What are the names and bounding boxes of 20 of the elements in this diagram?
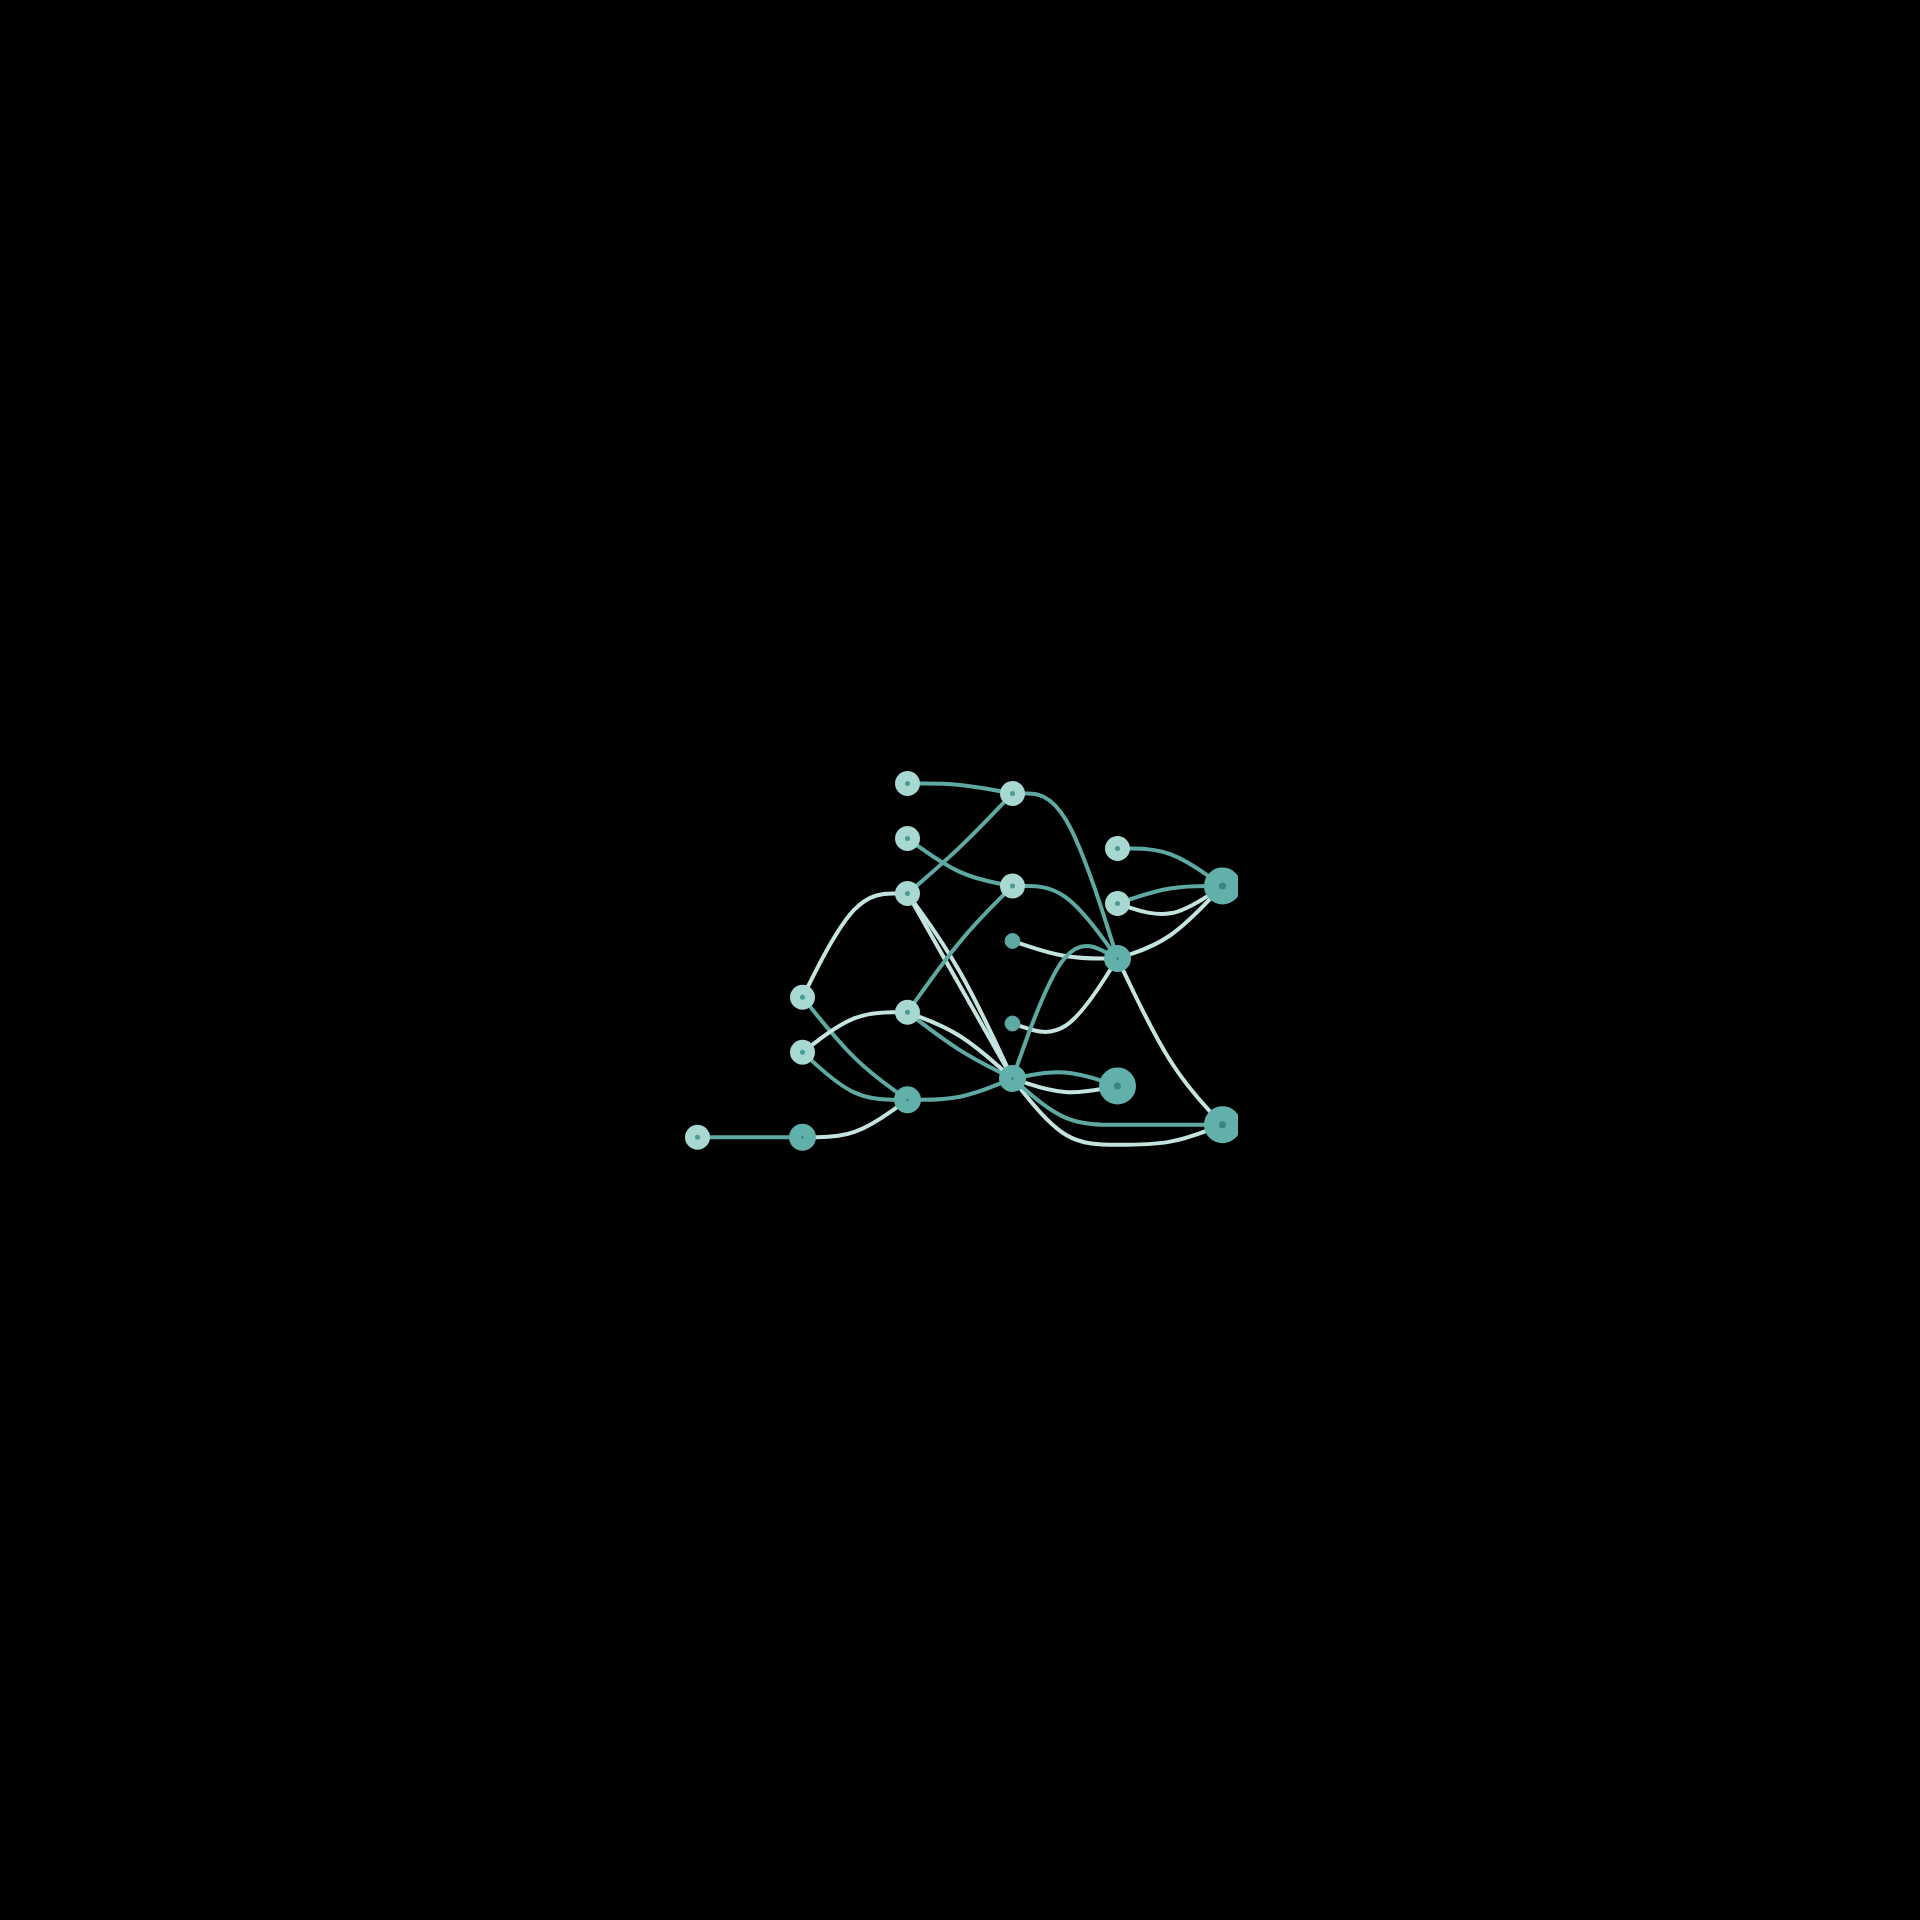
node-circle — [1004, 932, 1021, 949]
node-circle — [895, 825, 920, 851]
node-circle — [894, 1085, 921, 1113]
node-circle — [1099, 1067, 1136, 1105]
node-circle — [1105, 890, 1130, 916]
node-circle — [685, 1124, 710, 1150]
node-circle — [1104, 944, 1131, 972]
node-circle — [1000, 873, 1025, 899]
node-circle — [1204, 1105, 1238, 1143]
node-circle — [895, 999, 920, 1025]
node-circle — [790, 984, 815, 1010]
node-circle — [895, 770, 920, 796]
node-circle — [1204, 867, 1238, 905]
node-circle — [790, 1039, 815, 1065]
node-circle — [1105, 835, 1130, 861]
node-circle — [789, 1123, 816, 1151]
node-circle — [895, 880, 920, 906]
node-circle — [1004, 1015, 1021, 1032]
node-circle — [1000, 780, 1025, 806]
node-circle — [999, 1064, 1026, 1092]
